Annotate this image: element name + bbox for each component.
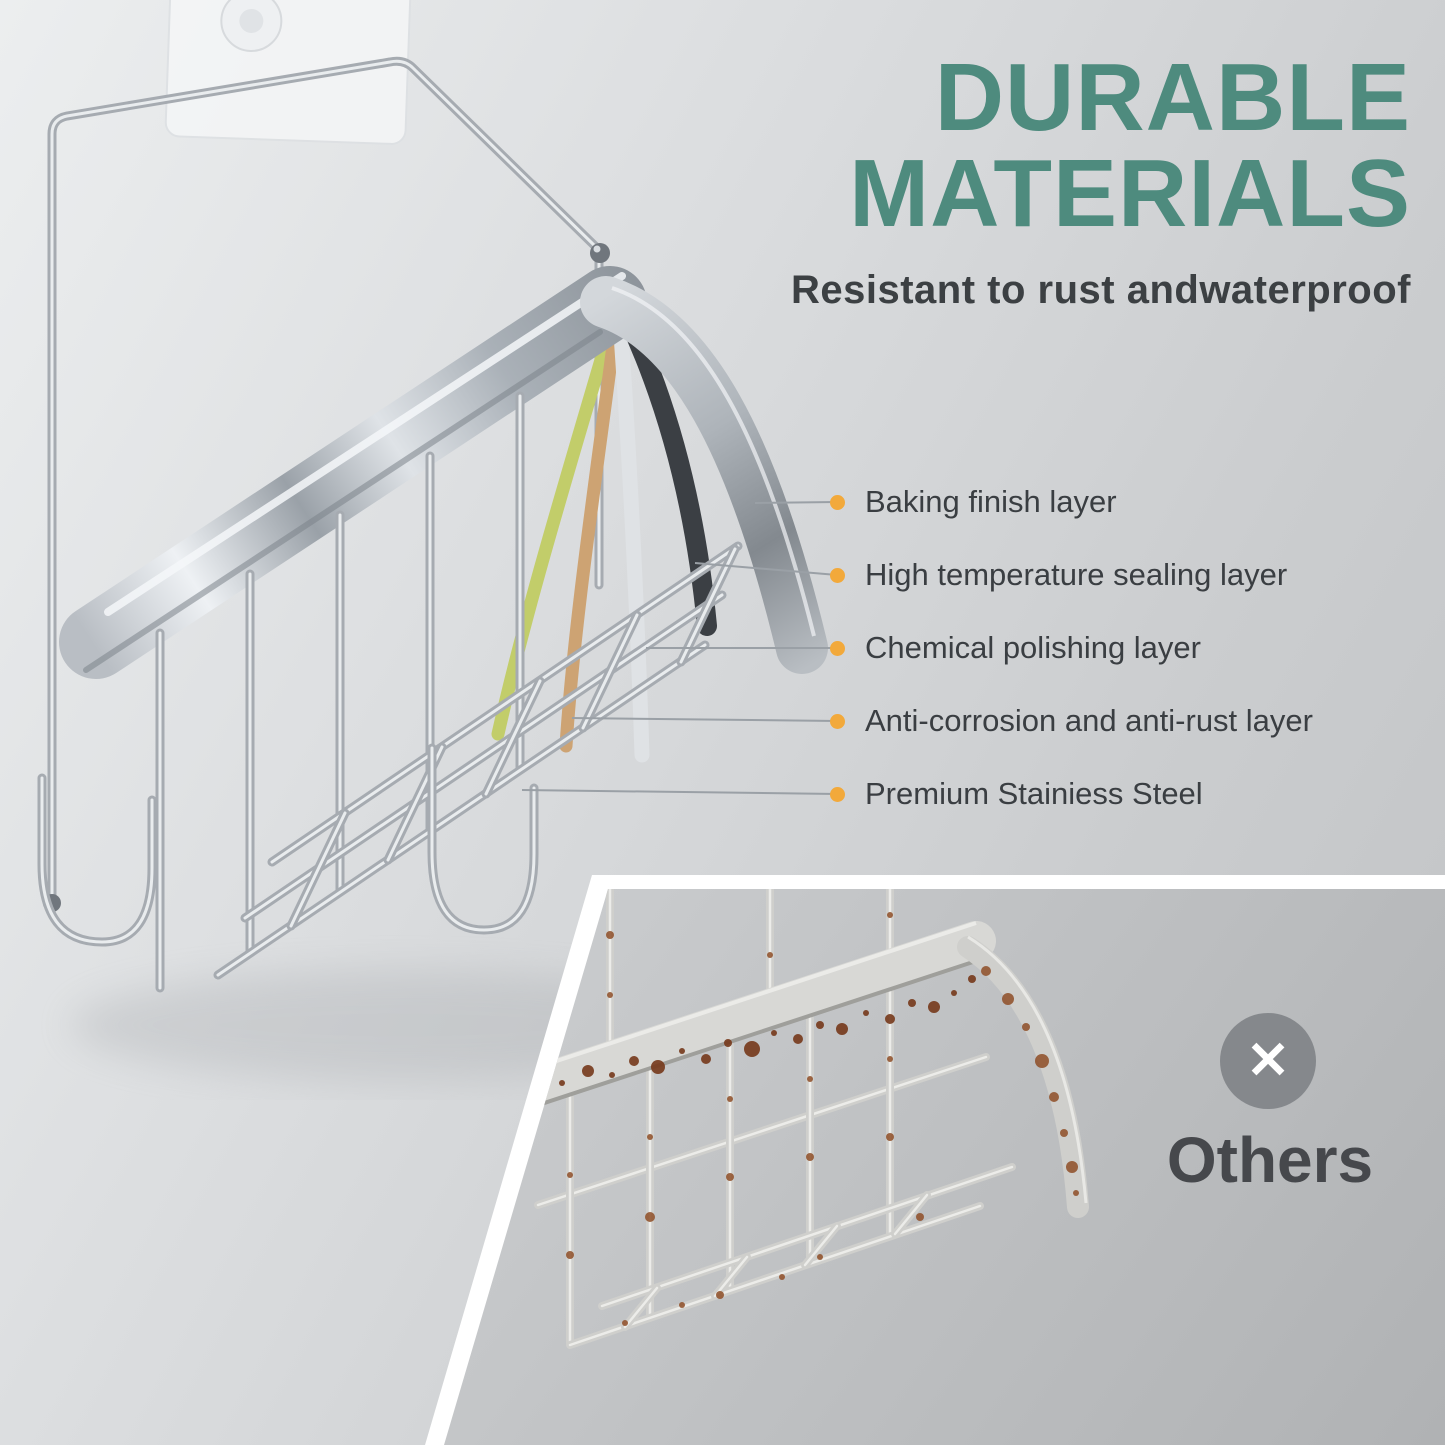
callout-label: Chemical polishing layer — [865, 630, 1201, 665]
callout-item: High temperature sealing layer — [830, 557, 1313, 592]
subtitle: Resistant to rust andwaterproof — [790, 268, 1411, 312]
rusty-rim-band — [500, 921, 996, 1113]
callout-item: Premium Stainiess Steel — [830, 776, 1313, 811]
rust-spots — [534, 975, 976, 1091]
rust-spots-2 — [566, 912, 1079, 1326]
callout-label: Baking finish layer — [865, 484, 1117, 519]
comparison-inset: ✕ Others — [444, 889, 1445, 1445]
callout-label: Anti-corrosion and anti-rust layer — [865, 703, 1313, 738]
title-line-1: DURABLE — [934, 44, 1411, 151]
rusty-peel-strip — [957, 935, 1089, 1218]
callout-list: Baking finish layer High temperature sea… — [830, 484, 1313, 851]
adhesive-pad — [164, 0, 412, 145]
callout-item: Chemical polishing layer — [830, 630, 1313, 665]
callout-item: Baking finish layer — [830, 484, 1313, 519]
bullet-dot-icon — [830, 494, 845, 510]
callout-item: Anti-corrosion and anti-rust layer — [830, 703, 1313, 738]
callout-label: High temperature sealing layer — [865, 557, 1288, 592]
rusty-caddy-illustration — [500, 889, 1089, 1445]
bullet-dot-icon — [830, 713, 845, 729]
bullet-dot-icon — [830, 786, 845, 802]
title-line-2: MATERIALS — [849, 140, 1411, 247]
others-label: Others — [1166, 1124, 1374, 1196]
x-circle-icon: ✕ — [1220, 1013, 1316, 1109]
title-block: DURABLE MATERIALS Resistant to rust andw… — [790, 44, 1411, 312]
x-glyph: ✕ — [1246, 1032, 1290, 1090]
comparison-inset-frame: ✕ Others — [425, 875, 1445, 1445]
bullet-dot-icon — [830, 567, 845, 583]
callout-label: Premium Stainiess Steel — [865, 776, 1203, 811]
bullet-dot-icon — [830, 640, 845, 656]
rim-band — [59, 266, 647, 679]
